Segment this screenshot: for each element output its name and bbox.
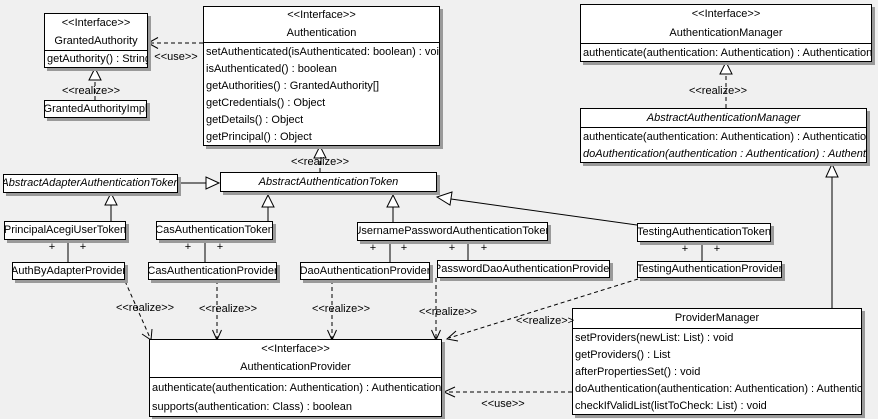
realize-label: <<realize>>: [688, 85, 748, 97]
method-label: checkIfValidList(listToCheck: List) : vo…: [575, 399, 767, 412]
edge-realize-abstractauthenticationtoken: [313, 144, 327, 172]
class-testing-authentication-token: TestingAuthenticationToken: [637, 223, 771, 242]
method-label: getProviders() : List: [575, 348, 671, 361]
class-name: TestingAuthenticationProvider: [638, 263, 781, 275]
edge-use-authentication-grantedauthority: [146, 37, 203, 49]
multiplicity-label: +: [713, 243, 721, 255]
method-label: afterPropertiesSet() : void: [575, 365, 701, 378]
multiplicity-label: +: [184, 241, 192, 253]
class-name: ProviderManager: [674, 312, 760, 324]
method-label: authenticate(authentication: Authenticat…: [583, 46, 871, 59]
multiplicity-label: +: [216, 241, 224, 253]
edge-generalization-usernamepassword-token: [386, 193, 400, 222]
class-name: UsernamePasswordAuthenticationToken: [358, 225, 547, 237]
class-name: DaoAuthenticationProvider: [301, 264, 429, 277]
class-name: AbstractAuthenticationManager: [646, 111, 801, 124]
realize-label: <<realize>>: [290, 156, 350, 168]
class-name: AuthenticationProvider: [240, 361, 351, 374]
edge-realize-testingauthenticationprovider: [445, 278, 639, 342]
class-password-dao-authentication-provider: PasswordDaoAuthenticationProvider: [437, 260, 610, 278]
use-label: <<use>>: [154, 51, 198, 63]
method-label: doAuthentication(authentication: Authent…: [575, 382, 861, 395]
method-label: setAuthenticated(isAuthenticated: boolea…: [206, 45, 439, 58]
class-name: PasswordDaoAuthenticationProvider: [438, 262, 609, 275]
class-dao-authentication-provider: DaoAuthenticationProvider: [300, 262, 430, 280]
use-label: <<use>>: [481, 398, 525, 410]
class-username-password-authentication-token: UsernamePasswordAuthenticationToken: [357, 222, 548, 241]
class-name: AbstractAdapterAuthenticationToken: [4, 177, 177, 189]
method-label: getDetails() : Object: [206, 113, 304, 126]
class-cas-authentication-token: CasAuthenticationToken: [156, 221, 273, 240]
realize-label: <<realize>>: [418, 306, 478, 318]
method-label: authenticate(authentication: Authenticat…: [152, 381, 441, 394]
class-name: AuthenticationManager: [669, 27, 783, 39]
method-label: isAuthenticated() : boolean: [206, 62, 337, 75]
class-provider-manager: ProviderManager setProviders(newList: Li…: [572, 308, 862, 415]
class-authentication-manager: <<Interface>> AuthenticationManager auth…: [580, 4, 872, 62]
multiplicity-label: +: [681, 243, 689, 255]
stereotype-label: <<Interface>>: [261, 342, 330, 355]
class-cas-authentication-provider: CasAuthenticationProvider: [148, 262, 277, 280]
class-name: CasAuthenticationProvider: [149, 264, 276, 277]
method-label: getCredentials() : Object: [206, 96, 326, 109]
realize-label: <<realize>>: [515, 315, 575, 327]
class-name: GrantedAuthorityImpl: [45, 102, 146, 115]
edge-generalization-cas-token: [261, 193, 275, 221]
method-label: doAuthentication(authentication : Authen…: [583, 147, 866, 160]
edge-generalization-principal-token: [104, 191, 118, 221]
multiplicity-label: +: [369, 242, 377, 254]
method-label: authenticate(authentication: Authenticat…: [583, 130, 866, 143]
realize-label: <<realize>>: [61, 85, 121, 97]
edge-use-providermanager-authenticationprovider: [442, 386, 572, 398]
method-label: getAuthorities() : GrantedAuthority[]: [206, 79, 380, 92]
stereotype-label: <<Interface>>: [287, 9, 356, 22]
class-auth-by-adapter-provider: AuthByAdapterProvider: [12, 262, 125, 280]
method-label: getPrincipal() : Object: [206, 130, 312, 143]
stereotype-label: <<Interface>>: [61, 16, 131, 29]
class-abstract-authentication-manager: AbstractAuthenticationManager authentica…: [580, 108, 867, 163]
realize-label: <<realize>>: [311, 303, 371, 315]
class-name: AbstractAuthenticationToken: [258, 175, 399, 188]
class-abstract-authentication-token: AbstractAuthenticationToken: [220, 172, 437, 192]
realize-label: <<realize>>: [198, 303, 258, 315]
stereotype-label: <<Interface>>: [691, 8, 761, 20]
edge-generalization-testing-token: [435, 191, 638, 226]
method-label: supports(authentication: Class) : boolea…: [152, 400, 352, 413]
class-name: PrincipalAcegiUserToken: [5, 224, 125, 236]
class-authentication-provider: <<Interface>> AuthenticationProvider aut…: [149, 339, 442, 417]
multiplicity-label: +: [448, 242, 456, 254]
class-abstract-adapter-authentication-token: AbstractAdapterAuthenticationToken: [3, 174, 178, 193]
method-label: getAuthority() : String: [47, 53, 147, 65]
multiplicity-label: +: [400, 242, 408, 254]
method-label: setProviders(newList: List) : void: [575, 331, 734, 344]
edge-realize-grantedauthorityimpl: [88, 66, 102, 100]
multiplicity-label: +: [48, 241, 56, 253]
class-granted-authority-impl: GrantedAuthorityImpl: [44, 100, 147, 118]
class-name: AuthByAdapterProvider: [13, 264, 124, 277]
class-granted-authority: <<Interface>> GrantedAuthority getAuthor…: [44, 13, 148, 68]
class-name: GrantedAuthority: [54, 34, 138, 47]
edge-generalization-abstractadapter-token: [178, 176, 221, 190]
class-name: TestingAuthenticationToken: [638, 226, 770, 238]
class-testing-authentication-provider: TestingAuthenticationProvider: [637, 261, 782, 278]
class-name: Authentication: [286, 26, 357, 39]
edge-generalization-providermanager: [825, 162, 839, 308]
multiplicity-label: +: [480, 242, 488, 254]
class-principal-acegi-user-token: PrincipalAcegiUserToken: [4, 221, 126, 240]
class-authentication: <<Interface>> Authentication setAuthenti…: [203, 6, 440, 146]
edge-realize-abstractauthenticationmanager: [719, 60, 733, 108]
class-name: CasAuthenticationToken: [157, 224, 272, 236]
realize-label: <<realize>>: [115, 302, 175, 314]
multiplicity-label: +: [79, 241, 87, 253]
